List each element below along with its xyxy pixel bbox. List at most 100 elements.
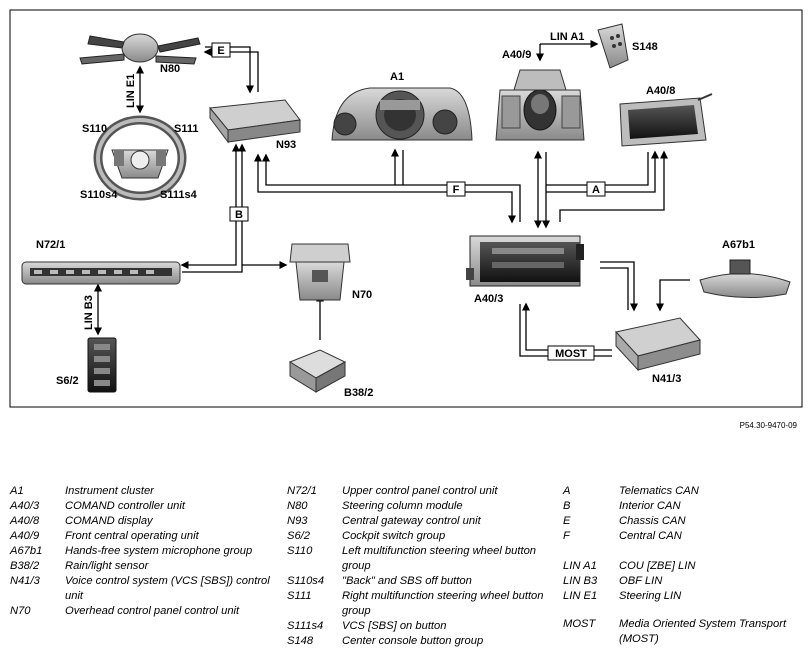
legend-row: A40/9 Front central operating unit	[10, 529, 272, 544]
legend-code: A40/8	[10, 515, 40, 527]
bus-label-a: A	[586, 181, 606, 197]
legend-code: S111	[287, 590, 312, 602]
lin-e1-label: LIN E1	[125, 74, 137, 108]
legend-code: A40/3	[10, 500, 40, 512]
bus-lines	[94, 40, 690, 357]
legend-description: OBF LIN	[619, 575, 663, 587]
label-s6-2: S6/2	[56, 375, 79, 387]
legend-code: S110	[287, 545, 313, 557]
legend-row: LIN A1 COU [ZBE] LIN	[563, 559, 811, 574]
legend-description: Rain/light sensor	[65, 560, 149, 572]
microphone-group-image	[699, 259, 791, 299]
legend-code: A40/9	[10, 530, 40, 542]
legend-description: COMAND display	[65, 515, 153, 527]
legend-code: S111s4	[287, 620, 324, 632]
legend-code: LIN A1	[563, 560, 597, 572]
legend-code: N93	[287, 515, 308, 527]
bus-label-most: MOST	[547, 345, 595, 361]
legend-description: VCS [SBS] on button	[342, 620, 447, 632]
overhead-control-panel-image	[289, 243, 351, 301]
legend-row: S111s4 VCS [SBS] on button	[287, 619, 555, 634]
legend-row: B38/2 Rain/light sensor	[10, 559, 272, 574]
label-a40-9: A40/9	[502, 49, 531, 61]
bus-label-b: B	[229, 206, 249, 222]
legend-description: Upper control panel control unit	[342, 485, 498, 497]
legend-description: Front central operating unit	[65, 530, 199, 542]
label-n93: N93	[276, 139, 296, 151]
steering-wheel-image	[93, 115, 187, 201]
legend-row: N72/1 Upper control panel control unit	[287, 484, 555, 499]
legend-code: N41/3	[10, 575, 40, 587]
legend-row: N93 Central gateway control unit	[287, 514, 555, 529]
legend-code: E	[563, 515, 571, 527]
legend-description: Steering LIN	[619, 590, 682, 602]
legend-description: Instrument cluster	[65, 485, 154, 497]
instrument-cluster-image	[331, 87, 473, 141]
legend-description: Chassis CAN	[619, 515, 686, 527]
rain-light-sensor-image	[288, 349, 347, 393]
cockpit-switch-group-image	[87, 337, 117, 393]
label-n72-1: N72/1	[36, 239, 65, 251]
label-s111: S111	[174, 123, 198, 135]
upper-control-panel-image	[21, 261, 181, 285]
comand-controller-unit-image	[466, 235, 584, 287]
svg-text:MOST: MOST	[555, 348, 587, 360]
lin-a1-label: LIN A1	[550, 31, 584, 43]
label-s110: S110	[82, 123, 107, 135]
legend-row: S6/2 Cockpit switch group	[287, 529, 555, 544]
svg-text:B: B	[235, 209, 243, 221]
legend-description: Left multifunction steering wheel button…	[342, 545, 537, 572]
legend-code: N72/1	[287, 485, 317, 497]
legend-code: F	[563, 530, 570, 542]
label-a40-8: A40/8	[646, 85, 675, 97]
svg-text:F: F	[453, 184, 460, 196]
svg-text:E: E	[217, 45, 224, 57]
label-n41-3: N41/3	[652, 373, 681, 385]
legend-code: A	[563, 485, 571, 497]
legend-description: Central gateway control unit	[342, 515, 481, 527]
legend-description: Hands-free system microphone group	[65, 545, 253, 557]
bus-label-f: F	[446, 181, 466, 197]
legend-code: LIN E1	[563, 590, 598, 602]
legend-row: LIN B3 OBF LIN	[563, 574, 811, 589]
figure-reference: P54.30-9470-09	[740, 421, 798, 430]
label-a40-3: A40/3	[474, 293, 503, 305]
label-n80: N80	[160, 63, 180, 75]
legend-description: Cockpit switch group	[342, 530, 446, 542]
legend-row: LIN E1 Steering LIN	[563, 589, 811, 604]
legend-code: LIN B3	[563, 575, 598, 587]
network-diagram: E B F A MOST LIN A1 LIN E1 LIN B3 N80 S1…	[9, 9, 803, 430]
legend-code: A67b1	[10, 545, 43, 557]
legend-row: S110s4"Back" and SBS off button	[287, 574, 555, 589]
legend-description: Telematics CAN	[619, 485, 699, 497]
front-operating-unit-image	[495, 69, 585, 141]
legend-description: COU [ZBE] LIN	[619, 560, 696, 572]
central-gateway-image	[209, 99, 301, 144]
legend-code: N80	[287, 500, 308, 512]
legend-row: E Chassis CAN	[563, 514, 811, 529]
legend-row: A67b1 Hands-free system microphone group	[10, 544, 272, 559]
legend-description: Center console button group	[342, 635, 484, 647]
label-n70: N70	[352, 289, 372, 301]
svg-text:A: A	[592, 184, 600, 196]
center-console-button-group-image	[597, 23, 629, 69]
legend-code: B	[563, 500, 571, 512]
label-s148: S148	[632, 41, 658, 53]
legend-code: S6/2	[287, 530, 311, 542]
legend-code: B38/2	[10, 560, 40, 572]
legend-description: COMAND controller unit	[65, 500, 185, 512]
label-s111s4: S111s4	[160, 189, 198, 201]
label-b38-2: B38/2	[344, 387, 373, 399]
steering-column-module-image	[79, 33, 201, 65]
